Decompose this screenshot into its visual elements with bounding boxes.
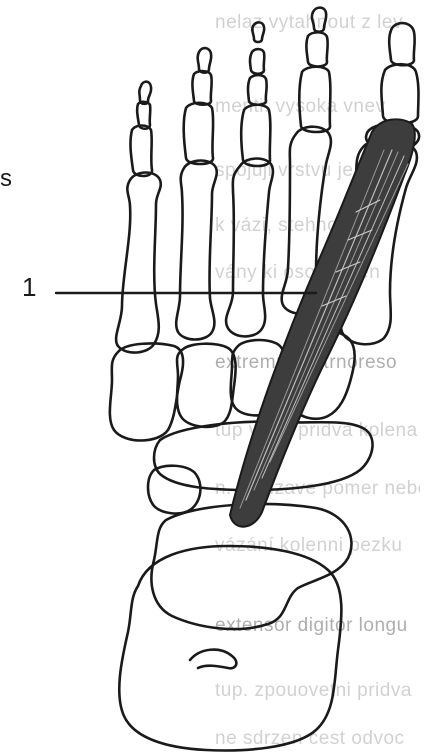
edge-text-fragment: s [0, 165, 12, 193]
toe-3-phalanges [241, 22, 270, 166]
toe-5-phalanges [130, 82, 152, 176]
talus-calcaneus [119, 504, 351, 750]
figure-label-number: 1 [22, 272, 36, 303]
toe-2-phalanges [299, 8, 330, 132]
toe-4-phalanges [184, 48, 213, 164]
